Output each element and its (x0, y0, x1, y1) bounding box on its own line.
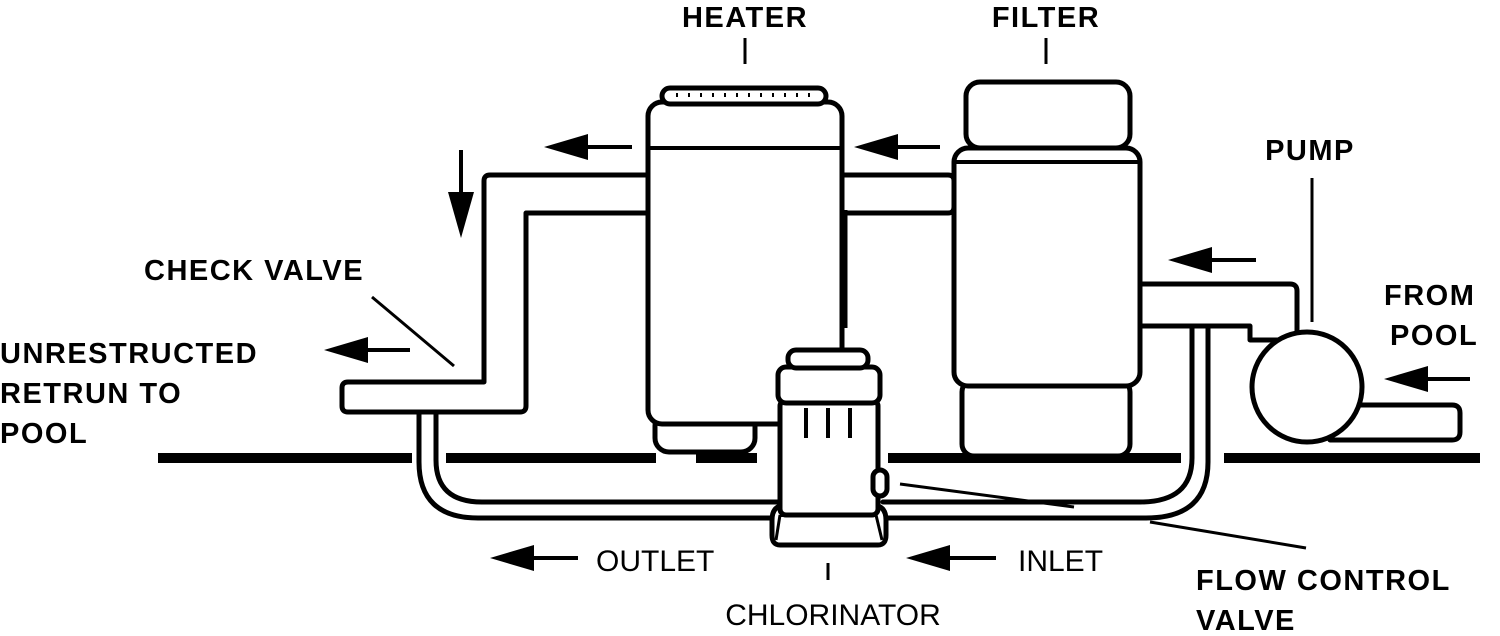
flow-arrows (324, 134, 1470, 571)
chlorinator-bypass-tubing (416, 323, 1211, 521)
return-label-line2: RETRUN TO (0, 378, 182, 410)
check-valve-label: CHECK VALVE (144, 255, 364, 287)
inlet-label: INLET (1018, 545, 1103, 578)
return-label-line3: POOL (0, 418, 88, 450)
return-arrow (324, 337, 410, 363)
leader-lines (371, 38, 1314, 580)
return-label-line1: UNRESTRUCTED (0, 338, 258, 370)
flow-control-label-line1: FLOW CONTROL (1196, 565, 1451, 597)
heater (645, 85, 845, 455)
pump-label: PUMP (1265, 135, 1355, 167)
filter-heater-pipe (839, 172, 957, 216)
chlorinator (769, 347, 890, 548)
outlet-arrow (490, 545, 578, 571)
from-pool-label-line1: FROM (1384, 280, 1475, 312)
check-valve-leader (371, 295, 455, 368)
flow-control-leader-a (899, 482, 1075, 509)
chlorinator-slots (804, 408, 852, 438)
pump-filter-pipe (1135, 281, 1300, 343)
flow-control-label-line2: VALVE (1196, 605, 1296, 636)
down-arrow (448, 150, 474, 238)
pump (1249, 329, 1365, 445)
heater-vent-marks (676, 93, 810, 97)
heater-label: HEATER (682, 2, 808, 34)
pump-to-filter-arrow (1168, 247, 1256, 273)
from-pool-arrow (1384, 366, 1470, 392)
return-pipe (339, 172, 651, 415)
filter-label: FILTER (992, 2, 1100, 34)
inlet-arrow (906, 545, 996, 571)
from-pool-label-line2: POOL (1390, 320, 1478, 352)
outlet-label: OUTLET (596, 545, 714, 578)
heater-outflow-arrow (544, 134, 632, 160)
filter (951, 79, 1143, 459)
flow-control-leader-b (1149, 520, 1307, 550)
chlorinator-label: CHLORINATOR (725, 599, 941, 632)
pump-inlet-pipe (1327, 402, 1463, 443)
filter-to-heater-arrow (854, 134, 940, 160)
